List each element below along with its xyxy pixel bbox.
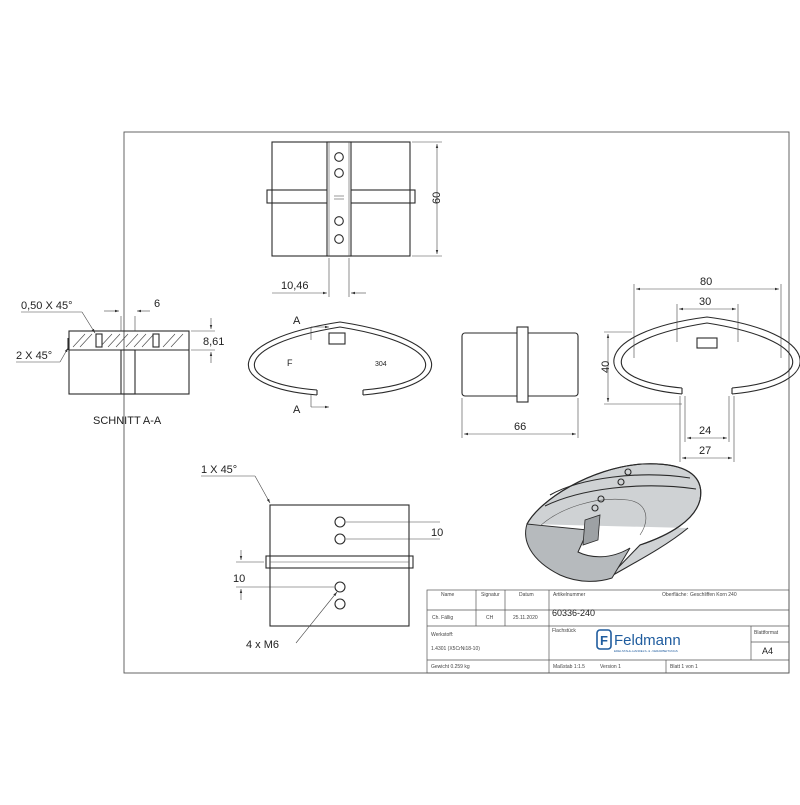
- plan-chamfer-note: 1 X 45°: [201, 464, 237, 476]
- article-number: 60336-240: [552, 608, 595, 618]
- end-view: 80 30 40 24 27: [600, 276, 800, 462]
- end-height-dim: 40: [600, 361, 612, 373]
- header-article: Artikelnummer: [553, 592, 586, 598]
- end-width-inner-dim: 30: [699, 296, 711, 308]
- hole-spacing-right-dim: 10: [431, 527, 443, 539]
- end-width-outer-dim: 80: [700, 276, 712, 288]
- cut-label-bottom: A: [293, 404, 301, 416]
- section-title: SCHNITT A-A: [93, 415, 162, 427]
- mount-hole: [334, 598, 346, 610]
- sheet-number: Blatt 1 von 1: [670, 664, 698, 670]
- title-block: Name Signatur Datum Artikelnummer Oberfl…: [426, 589, 790, 674]
- end-gap-outer-dim: 27: [699, 445, 711, 457]
- header-date: Datum: [519, 592, 534, 598]
- plan-view: 1 X 45° 10 10 4 x M6: [201, 464, 443, 651]
- scale: Maßstab 1:1.5: [553, 664, 585, 670]
- material-label: Werkstoff:: [431, 632, 453, 638]
- side-chamfer-note: 2 X 45°: [16, 350, 52, 362]
- material-value: 1.4301 (X5CrNi18-10): [431, 646, 480, 652]
- hole-offset-dim: 10,46: [281, 280, 309, 292]
- weight: Gewicht 0.259 kg: [431, 664, 470, 670]
- side-length-dim: 66: [514, 421, 526, 433]
- top-view: A A F 304: [247, 315, 433, 416]
- thread-note: 4 x M6: [246, 639, 279, 651]
- material-mark: 304: [375, 361, 387, 368]
- header-name: Name: [441, 592, 455, 598]
- mount-hole: [334, 216, 344, 226]
- drawn-by: Ch. Fällig: [432, 615, 453, 621]
- company-logo-icon: [596, 629, 612, 650]
- mount-hole: [334, 234, 344, 244]
- end-gap-inner-dim: 24: [699, 425, 711, 437]
- mount-hole: [334, 168, 344, 178]
- hole-spacing-left-dim: 10: [233, 573, 245, 585]
- sheet-format: A4: [762, 646, 773, 656]
- mount-hole: [334, 516, 346, 528]
- drawn-signature: CH: [486, 615, 494, 621]
- section-a-a: 6 0,50 X 45° 2 X 45° 8,61 SCHNITT A-A: [16, 298, 224, 427]
- header-signature: Signatur: [481, 592, 500, 598]
- section-height-dim: 8,61: [203, 336, 224, 348]
- isometric-view: [525, 463, 702, 582]
- mount-hole: [334, 152, 344, 162]
- front-view: 60 10,46: [266, 141, 443, 297]
- cut-label-top: A: [293, 315, 301, 327]
- mount-hole: [334, 581, 346, 593]
- letter-f: F: [287, 358, 293, 368]
- company-tagline: EDELSTAHL-HANDELS- & -VERARBEITUNGS: [614, 649, 678, 653]
- format-label: Blattformat: [754, 630, 779, 636]
- version: Version 1: [600, 664, 621, 670]
- drawn-date: 25.11.2020: [513, 615, 538, 621]
- logo-letter: F: [600, 633, 608, 648]
- top-chamfer-note: 0,50 X 45°: [21, 300, 73, 312]
- mount-hole: [334, 533, 346, 545]
- description-label: Flachstück: [552, 628, 576, 634]
- company-name: Feldmann: [614, 632, 681, 649]
- surface-value: Geschliffen Korn 240: [690, 592, 737, 598]
- front-height-dim: 60: [431, 192, 443, 204]
- header-surface: Oberfläche:: [662, 592, 688, 598]
- slot-width-dim: 6: [154, 298, 160, 310]
- side-view: 66: [461, 326, 579, 438]
